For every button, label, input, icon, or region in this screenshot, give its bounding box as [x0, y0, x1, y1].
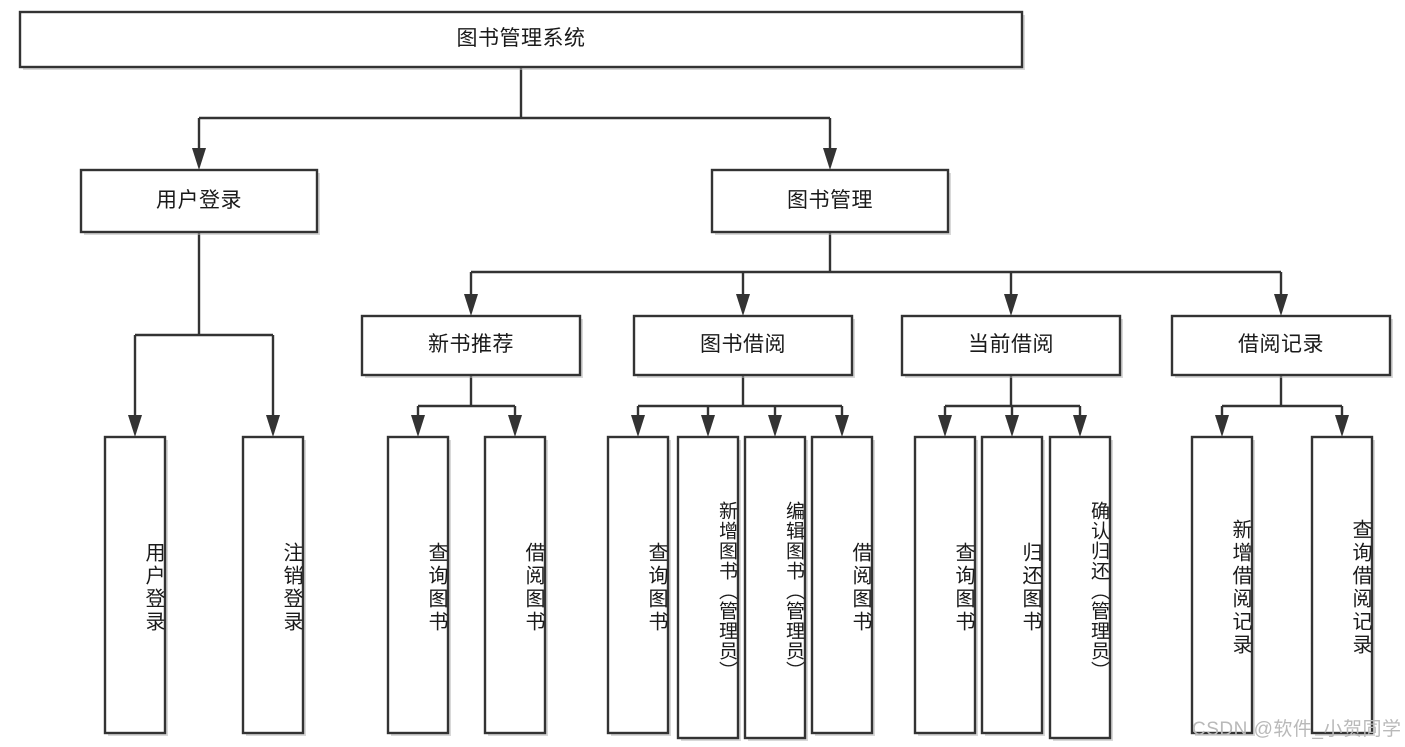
edge-group-book-borrow [631, 375, 849, 437]
edge-group-root [192, 67, 837, 170]
node-box-leaf-query-record[interactable] [1310, 435, 1374, 735]
node-box-new-book-rec[interactable] [360, 314, 582, 377]
arrow-head-icon [464, 294, 478, 316]
arrow-head-icon [1073, 415, 1087, 437]
arrow-head-icon [411, 415, 425, 437]
node-box-current-borrow[interactable] [900, 314, 1122, 377]
arrow-head-icon [823, 148, 837, 170]
arrow-head-icon [736, 294, 750, 316]
node-box-leaf-add-book[interactable] [676, 435, 740, 740]
node-box-leaf-user-login[interactable] [103, 435, 167, 735]
node-box-borrow-record[interactable] [1170, 314, 1392, 377]
nodes-layer [18, 10, 1393, 741]
edge-group-user-login [128, 232, 280, 437]
node-box-leaf-query-book-3[interactable] [913, 435, 977, 735]
node-box-leaf-query-book-1[interactable] [386, 435, 450, 735]
arrow-head-icon [768, 415, 782, 437]
edge-group-borrow-record [1215, 375, 1349, 437]
arrow-head-icon [835, 415, 849, 437]
node-box-leaf-borrow-book-2[interactable] [810, 435, 874, 735]
arrow-head-icon [266, 415, 280, 437]
edge-group-book-manage [464, 232, 1288, 316]
arrow-head-icon [1274, 294, 1288, 316]
node-box-root[interactable] [18, 10, 1024, 69]
arrow-head-icon [192, 148, 206, 170]
edge-group-current-borrow [938, 375, 1087, 437]
node-box-leaf-edit-book[interactable] [743, 435, 807, 740]
node-box-user-login[interactable] [79, 168, 319, 234]
arrow-head-icon [1004, 294, 1018, 316]
edge-group-new-book-rec [411, 375, 522, 437]
arrow-head-icon [701, 415, 715, 437]
node-box-leaf-logout[interactable] [241, 435, 305, 735]
arrow-head-icon [128, 415, 142, 437]
node-box-leaf-query-book-2[interactable] [606, 435, 670, 735]
arrow-head-icon [508, 415, 522, 437]
node-box-leaf-borrow-book-1[interactable] [483, 435, 547, 735]
arrow-head-icon [631, 415, 645, 437]
arrow-head-icon [938, 415, 952, 437]
arrow-head-icon [1335, 415, 1349, 437]
watermark: CSDN @软件_小贺同学 [1192, 719, 1402, 740]
arrow-head-icon [1005, 415, 1019, 437]
node-box-leaf-return-book[interactable] [980, 435, 1044, 735]
node-box-book-manage[interactable] [710, 168, 950, 234]
node-box-leaf-confirm-return[interactable] [1048, 435, 1112, 740]
node-box-book-borrow[interactable] [632, 314, 854, 377]
node-box-leaf-add-record[interactable] [1190, 435, 1254, 735]
edges-layer [128, 67, 1349, 437]
arrow-head-icon [1215, 415, 1229, 437]
